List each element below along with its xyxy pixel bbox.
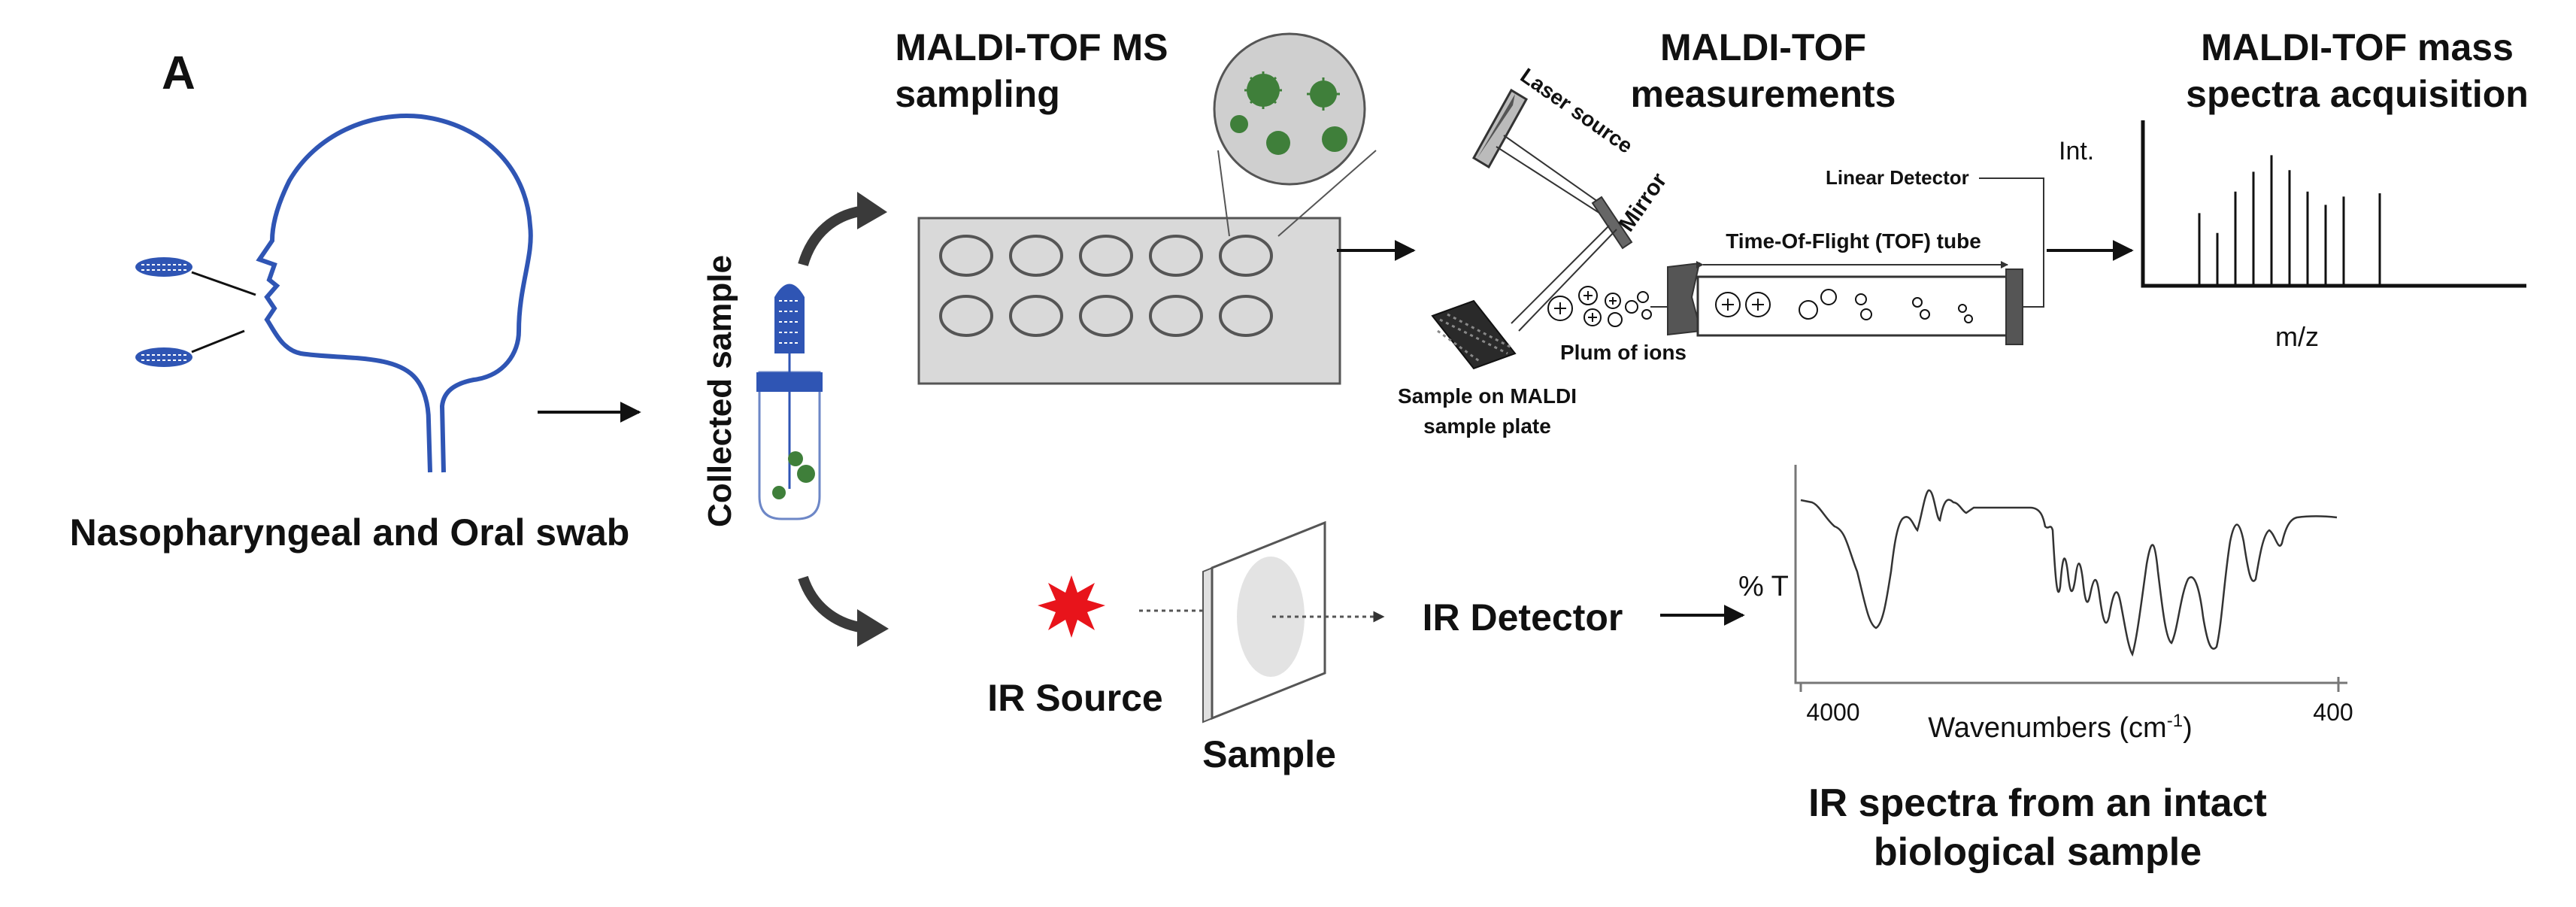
intensity-axis-label: Int.	[2059, 137, 2094, 165]
maldi-plate-label-line2: sample plate	[1423, 414, 1551, 438]
tof-tube	[1667, 262, 2023, 345]
nasal-swab	[135, 257, 256, 296]
panel-label: A	[162, 47, 195, 99]
sample-label: Sample	[1202, 733, 1336, 775]
laser-source-label: Laser source	[1517, 64, 1638, 158]
maldi-target-plate	[917, 150, 1377, 385]
ir-sample-holder	[1202, 520, 1326, 723]
tof-tube-label: Time-Of-Flight (TOF) tube	[1726, 229, 1981, 253]
ion-plume	[1547, 286, 1652, 327]
wavenumbers-axis-label-sup: -1	[2167, 711, 2183, 731]
ir-spectra-title-line1: IR spectra from an intact	[1808, 781, 2267, 825]
sample-tube	[756, 284, 823, 520]
ir-spectrum-trace	[1800, 489, 2338, 657]
ir-spectra-title-line2: biological sample	[1874, 830, 2202, 874]
virus-magnifier	[1213, 32, 1366, 186]
mass-spectrum-peaks	[2198, 155, 2381, 284]
plum-of-ions-label: Plum of ions	[1560, 341, 1687, 364]
oral-swab	[135, 329, 245, 367]
wavenumber-min-label: 400	[2313, 699, 2353, 726]
wavenumbers-axis-label-base: Wavenumbers (cm	[1928, 712, 2166, 744]
sampling-title-line1: MALDI-TOF MS	[896, 26, 1168, 68]
transmittance-axis-label: % T	[1738, 571, 1789, 602]
acquisition-title-line2: spectra acquisition	[2186, 73, 2529, 115]
curved-arrow-down	[798, 575, 866, 633]
ir-spectrum	[1794, 465, 2347, 692]
mz-axis-label: m/z	[2275, 321, 2319, 352]
wavenumbers-axis-label: Wavenumbers (cm-1)	[1928, 711, 2192, 744]
linear-detector-label: Linear Detector	[1826, 166, 1969, 189]
maldi-plate-label-line1: Sample on MALDI	[1398, 384, 1577, 408]
measurements-title-line2: measurements	[1631, 73, 1896, 115]
wavenumbers-axis-label-end: )	[2183, 712, 2193, 744]
curved-arrow-down-head	[857, 609, 889, 647]
mirror-label: Mirror	[1614, 168, 1672, 236]
ir-source-icon	[1038, 575, 1105, 638]
acquisition-title-line1: MALDI-TOF mass	[2201, 26, 2514, 68]
ir-detector-label: IR Detector	[1423, 596, 1623, 639]
ion-plus-signs	[1554, 291, 1617, 322]
curved-arrow-up	[798, 205, 866, 267]
sampling-title-line2: sampling	[895, 73, 1059, 115]
swab-label: Nasopharyngeal and Oral swab	[70, 511, 630, 554]
collected-sample-label: Collected sample	[702, 255, 738, 527]
mass-spectrum	[2141, 120, 2526, 288]
head-profile	[256, 114, 533, 473]
curved-arrow-up-head	[857, 192, 887, 229]
ir-source-label: IR Source	[987, 677, 1162, 719]
ir-spectrum-axes	[1794, 465, 2347, 684]
linear-detector-leader	[1979, 177, 2044, 308]
laser-source	[1471, 88, 1606, 215]
mass-spectrum-axes	[2141, 120, 2526, 288]
wavenumber-max-label: 4000	[1806, 699, 1859, 726]
mirror	[1511, 196, 1633, 332]
maldi-sample-plate	[1431, 299, 1517, 370]
measurements-title-line1: MALDI-TOF	[1660, 26, 1866, 68]
